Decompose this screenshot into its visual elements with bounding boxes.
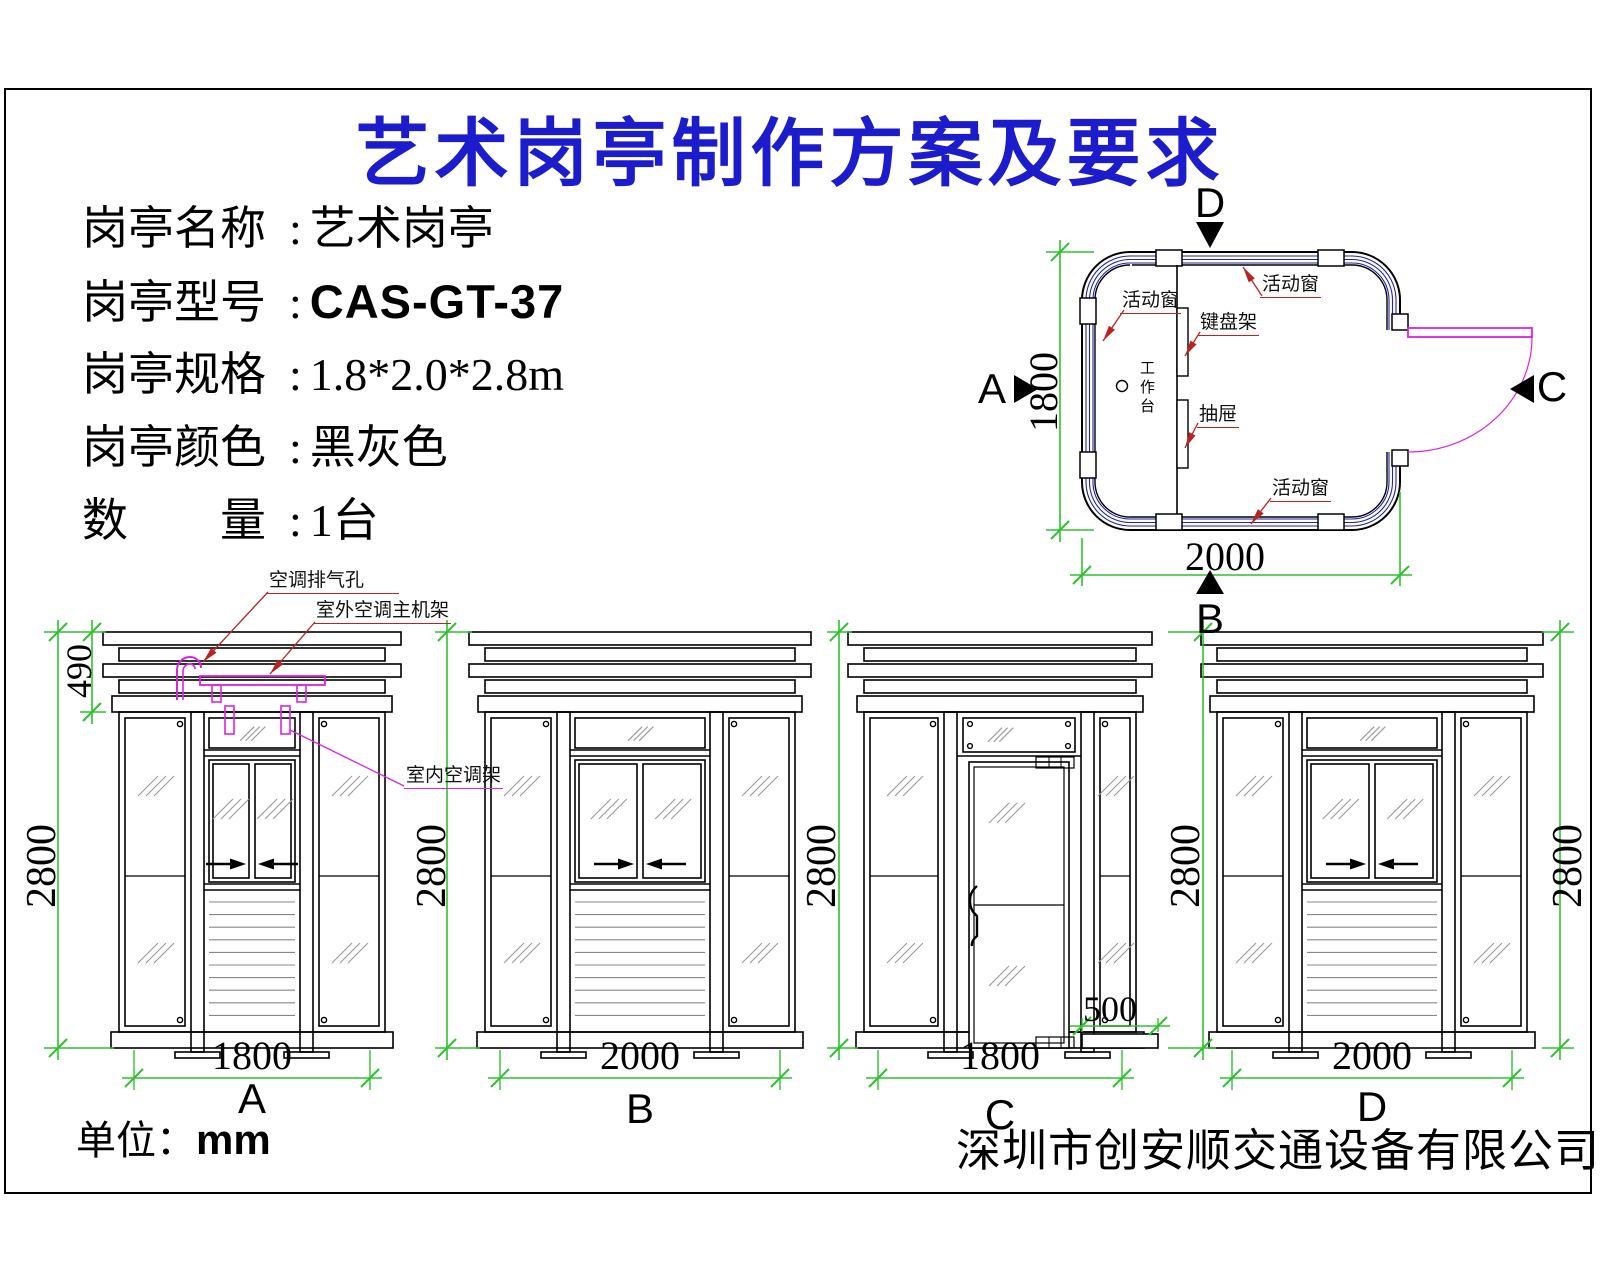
anno-ac-outdoor-rack: 室外空调主机架 <box>314 600 452 624</box>
spec-row-color: 岗亭颜色:黑灰色 <box>82 422 448 474</box>
colon: : <box>289 422 302 473</box>
spec-label: 岗亭型号 <box>82 277 266 328</box>
elevation-a-ac-parts <box>176 655 405 787</box>
dim-roof-a: 490 <box>59 644 99 698</box>
spec-label: 岗亭名称 <box>82 203 266 254</box>
plan-dim-width: 2000 <box>1185 534 1265 579</box>
elevation-c <box>847 631 1153 1059</box>
unit-note: 单位：mm <box>76 1108 271 1166</box>
dim-width-c: 1800 <box>960 1033 1040 1078</box>
unit-value: mm <box>196 1116 271 1163</box>
spec-label: 岗亭颜色 <box>82 422 266 473</box>
plan-label-worktable: 工作台 <box>1138 360 1154 417</box>
unit-label: 单位： <box>76 1118 196 1163</box>
elevation-label-d: D <box>1356 1083 1388 1130</box>
colon: : <box>289 349 302 400</box>
elevation-a <box>102 631 402 1059</box>
elevation-a-leaders <box>202 591 316 675</box>
elevation-c-step <box>1070 1016 1170 1049</box>
elevation-dimensions <box>44 620 1574 1090</box>
spec-row-size: 岗亭规格:1.8*2.0*2.8m <box>82 349 564 401</box>
dim-height-a: 2800 <box>19 824 65 908</box>
dim-step-c: 500 <box>1083 989 1137 1029</box>
dim-width-b: 2000 <box>600 1033 680 1078</box>
elevation-b <box>468 631 812 1059</box>
dim-height-d-right: 2800 <box>1545 824 1591 908</box>
plan-view <box>1079 249 1533 531</box>
colon: : <box>289 495 302 546</box>
elevation-d <box>1200 631 1544 1059</box>
dim-width-d: 2000 <box>1332 1033 1412 1078</box>
spec-row-qty: 数 量:1台 <box>82 495 379 547</box>
elevation-label-c: C <box>984 1091 1016 1138</box>
spec-value: 1.8*2.0*2.8m <box>309 349 565 400</box>
page-title: 艺术岗亭制作方案及要求 <box>355 114 1225 196</box>
spec-label: 岗亭规格 <box>82 349 266 400</box>
spec-value: CAS-GT-37 <box>309 275 565 328</box>
plan-marker-b: B <box>1195 595 1224 642</box>
anno-ac-exhaust: 空调排气孔 <box>267 570 399 594</box>
spec-value: 黑灰色 <box>309 422 448 473</box>
spec-value: 1台 <box>309 495 379 546</box>
spec-row-model: 岗亭型号:CAS-GT-37 <box>82 276 564 329</box>
dim-height-c: 2800 <box>799 824 845 908</box>
plan-label-window-left: 活动窗 <box>1120 290 1182 314</box>
plan-label-drawer: 抽屉 <box>1197 404 1240 428</box>
plan-label-window-top: 活动窗 <box>1260 274 1322 298</box>
spec-label: 数 量 <box>82 495 266 546</box>
dim-height-b: 2800 <box>409 824 455 908</box>
anno-ac-indoor-rack: 室内空调架 <box>404 765 504 789</box>
plan-label-window-bottom: 活动窗 <box>1270 478 1332 502</box>
plan-marker-d: D <box>1194 179 1226 226</box>
plan-view-direction-arrows <box>1014 222 1534 594</box>
drawing-frame <box>4 88 1592 1194</box>
plan-dim-depth: 1800 <box>1021 352 1066 432</box>
elevation-label-a: A <box>237 1075 266 1122</box>
spec-row-name: 岗亭名称:艺术岗亭 <box>82 203 494 255</box>
colon: : <box>289 277 302 328</box>
elevation-label-b: B <box>625 1085 654 1132</box>
dim-height-cd: 2800 <box>1163 824 1209 908</box>
dim-width-a: 1800 <box>212 1033 292 1078</box>
company-name: 深圳市创安顺交通设备有限公司 <box>956 1126 1600 1176</box>
colon: : <box>289 203 302 254</box>
plan-marker-a: A <box>977 365 1006 412</box>
plan-label-keyboard-rack: 键盘架 <box>1198 312 1260 336</box>
plan-dimensions <box>1046 240 1412 586</box>
plan-marker-c: C <box>1536 363 1568 410</box>
spec-value: 艺术岗亭 <box>309 203 494 254</box>
